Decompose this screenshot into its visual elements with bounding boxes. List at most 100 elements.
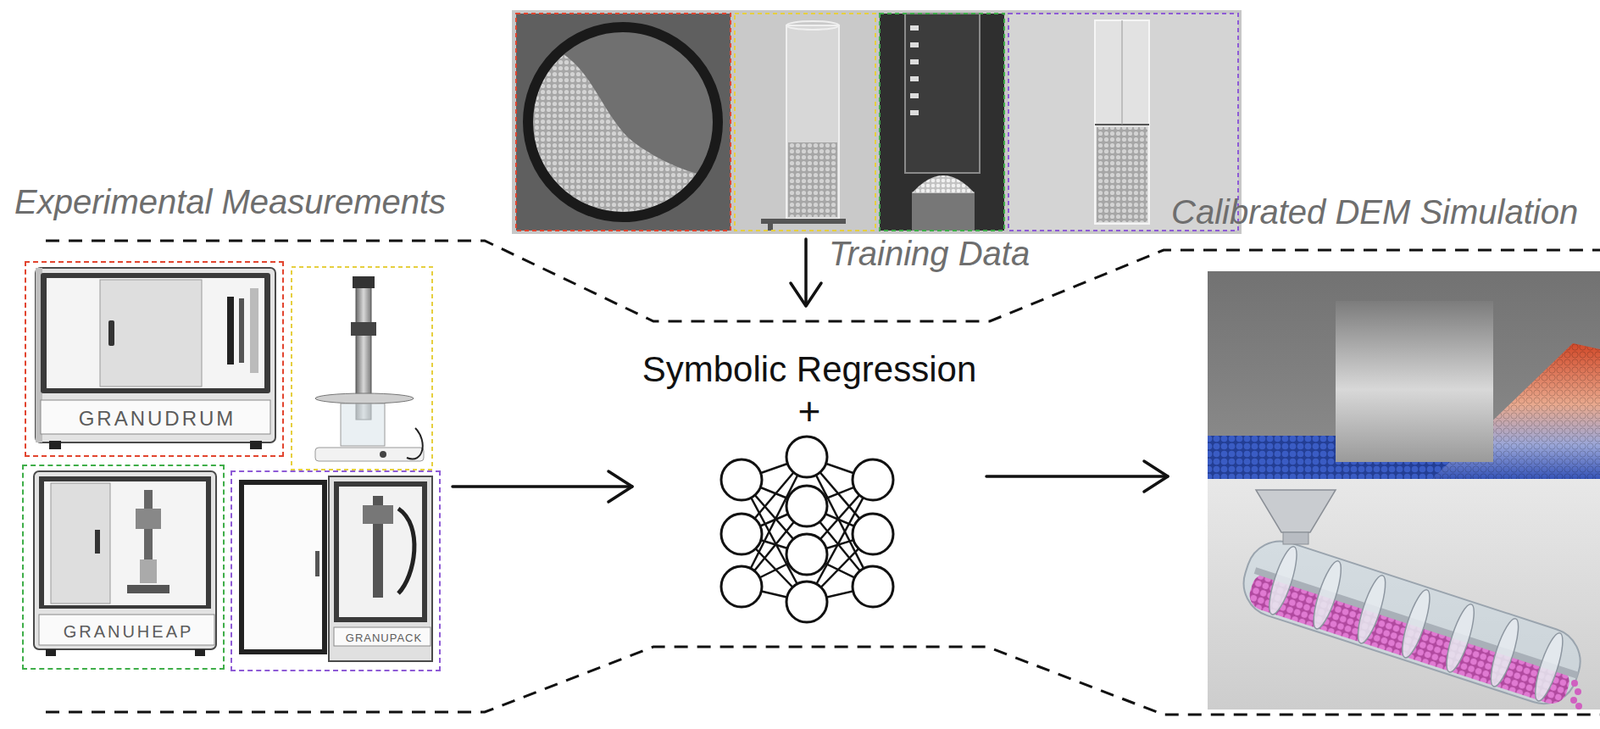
- neural-network-icon-part: [721, 436, 894, 623]
- text-slot: GRANUPACK: [335, 628, 433, 648]
- granuheap-device: [33, 471, 217, 656]
- granuheap-device-part: [38, 614, 215, 645]
- granuheap-device-part: [33, 471, 217, 650]
- node-title: Experimental Measurements: [14, 183, 446, 221]
- dem-simulation-render-part: [1335, 300, 1494, 462]
- granudrum-device-part: [40, 400, 271, 434]
- granuheap-device-part: [135, 508, 162, 529]
- neural-network-icon-part-part: [786, 581, 828, 623]
- granudrum-device-part: [250, 440, 262, 450]
- granupack-device-part: [241, 482, 325, 652]
- dem-simulation-render-part: [1570, 679, 1583, 710]
- dem-simulation-render-part-part-part: [1529, 630, 1568, 704]
- node-title: GRANUPACK: [345, 632, 423, 645]
- granudrum-device-part: [250, 288, 259, 373]
- flow-tester-device-part: [350, 322, 377, 336]
- dem-simulation-render-part-part: [1571, 679, 1578, 687]
- training-images-part: [1122, 20, 1123, 125]
- instrument-box: GRANUPACK: [230, 470, 441, 672]
- training-images-part: [761, 218, 846, 224]
- dem-simulation-render-part-part: [1574, 688, 1582, 695]
- text-slot: Experimental Measurements: [14, 181, 451, 223]
- text-slot: Calibrated DEM Simulation: [1171, 191, 1600, 233]
- dem-simulation-render: [1207, 271, 1600, 710]
- node-title: GRANUDRUM: [78, 407, 237, 430]
- flow-arrow: [452, 471, 633, 502]
- training-images-part: [910, 59, 919, 65]
- measurement-group: Experimental MeasurementsGRANUDRUM GRANUH…: [14, 179, 451, 674]
- neural-network-icon-part-part: [786, 436, 828, 478]
- training-images-part: [905, 13, 980, 173]
- node-text: +: [798, 389, 822, 434]
- training-images-part: [910, 42, 919, 48]
- dem-simulation-render-part-part: [1575, 702, 1583, 710]
- arrow-shaft: [452, 484, 633, 489]
- neural-network-icon-part-part: [721, 459, 762, 500]
- training-images-part-part: [879, 13, 1005, 231]
- training-images-part: [527, 27, 718, 217]
- dem-simulation-render-part-part-part: [1352, 572, 1391, 646]
- training-images-part: [516, 13, 1239, 231]
- granudrum-device-part: [108, 320, 115, 346]
- granuheap-device-part: [50, 483, 111, 604]
- funnel-dashed-lines: [45, 240, 1600, 715]
- text-slot: GRANUDRUM: [42, 401, 273, 436]
- text-slot: Symbolic Regression: [633, 348, 985, 391]
- node-title: Calibrated DEM Simulation: [1171, 193, 1578, 231]
- neural-network-icon-part-part: [721, 566, 762, 607]
- text-slot: Training Data: [828, 233, 1058, 273]
- granuheap-device-part: [38, 476, 212, 609]
- arrow-head: [608, 471, 633, 502]
- granupack-device-part: [333, 627, 431, 646]
- dem-simulation-render-part: [1283, 532, 1309, 545]
- granudrum-device-part: [46, 277, 265, 389]
- training-images-part: [786, 25, 839, 219]
- flow-tester-device-part: [406, 427, 423, 459]
- neural-network-icon-part-part: [852, 459, 894, 500]
- granudrum-device-part: [49, 440, 62, 450]
- training-images-part: [910, 110, 919, 116]
- granudrum-device: [35, 267, 276, 450]
- dem-simulation-render-part-part-part: [1263, 544, 1302, 617]
- instrument-box: GRANUHEAP: [22, 464, 225, 670]
- neural-network-icon-part-part: [852, 513, 894, 555]
- granupack-device-part: [328, 476, 433, 662]
- training-images-part: [786, 21, 839, 30]
- granuheap-device-part: [45, 649, 56, 656]
- dem-simulation-render-part: [1234, 532, 1589, 710]
- neural-network-icon-part-part: [786, 533, 828, 575]
- training-images-part: [910, 93, 919, 99]
- training-images-part: [911, 175, 975, 194]
- text-slot: GRANUHEAP: [40, 616, 217, 647]
- instrument-box: GRANUDRUM: [24, 261, 284, 457]
- training-arrow-part: [804, 238, 808, 306]
- dem-simulation-render-part-part: [1245, 569, 1573, 708]
- node-title: GRANUHEAP: [63, 622, 195, 641]
- dem-simulation-render-part-part: [1254, 566, 1579, 678]
- flow-tester-device-part: [340, 403, 385, 446]
- training-arrow-part: [790, 283, 822, 306]
- arrow-shaft: [986, 474, 1168, 478]
- training-images-part: [911, 191, 975, 231]
- training-images-part: [1094, 20, 1150, 224]
- training-images-part: [910, 25, 919, 31]
- neural-network-icon-part-part: [852, 566, 894, 607]
- training-arrow: [790, 238, 822, 306]
- granudrum-device-part: [238, 298, 245, 363]
- dem-simulation-render-part: [1207, 271, 1600, 479]
- training-images-part-part: [516, 13, 731, 231]
- annotation-label: Training Data: [828, 234, 1030, 273]
- granudrum-device-part: [100, 279, 202, 387]
- granupack-device: [241, 476, 433, 662]
- flow-tester-device-part: [315, 447, 424, 462]
- granudrum-device-part: [40, 272, 271, 394]
- granupack-device-part: [338, 486, 423, 617]
- granupack-device-part: [315, 550, 320, 577]
- training-images: [508, 10, 1242, 255]
- flow-tester-device-part: [379, 450, 387, 458]
- flow-tester-device-part: [315, 393, 414, 404]
- granuheap-device-part: [139, 559, 157, 584]
- granudrum-device-part: [227, 296, 234, 365]
- dem-simulation-render-part-part-part: [1485, 616, 1524, 689]
- flow-tester-device-part: [352, 276, 375, 289]
